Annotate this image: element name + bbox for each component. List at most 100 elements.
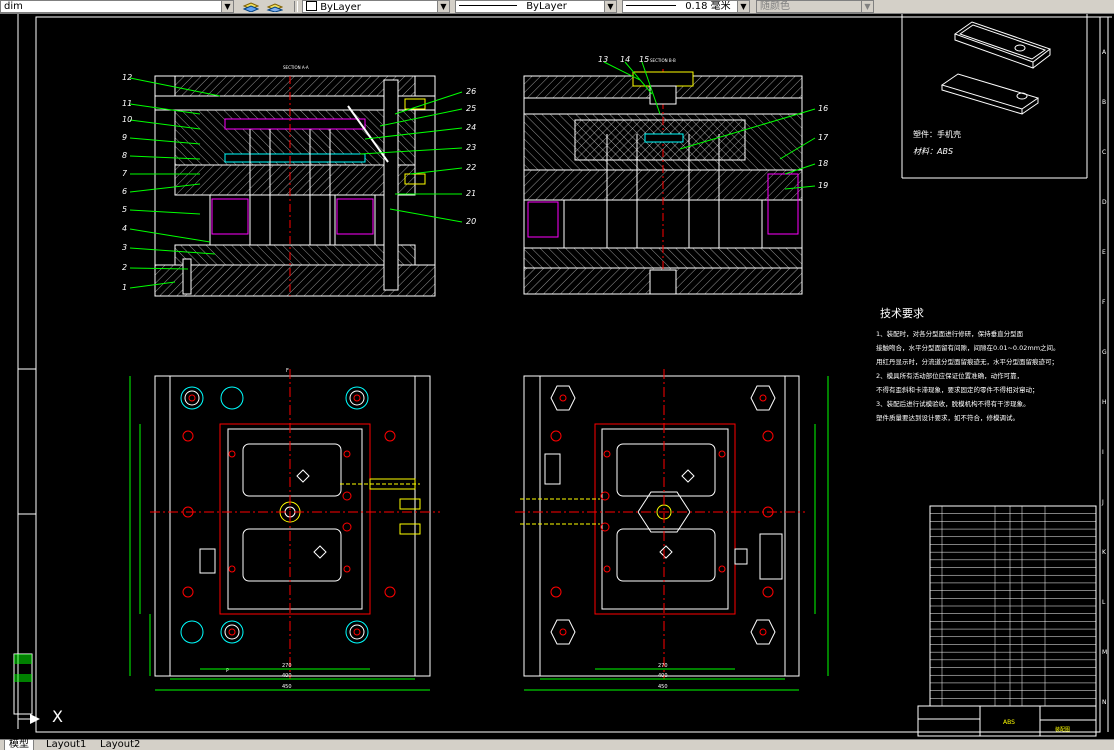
chevron-down-icon[interactable]: ▼ [437,1,449,12]
tech-line-5: 不得有歪斜和卡滞现象，要求固定的零件不得相对窜动； [876,385,1039,394]
dim-right-270: 270 [658,663,668,669]
layer-previous-button[interactable] [262,0,284,13]
svg-text:B: B [1102,99,1106,106]
color-value: ByLayer [320,2,361,13]
technical-requirements: 技术要求 1、装配时，对各分型面进行修研，保持垂直分型面 接触吻合，水平分型面留… [876,307,1060,422]
title-block-material: ABS [1003,719,1015,726]
callout-26: 26 [466,87,476,96]
callout-24: 24 [466,123,476,132]
tech-line-7: 塑件质量要达到设计要求，如不符合，修模调试。 [876,413,1019,422]
svg-text:J: J [1101,499,1104,506]
section-view-left: SECTION A-A [154,65,436,297]
svg-text:D: D [1102,199,1107,206]
tab-layout2[interactable]: Layout2 [100,739,141,750]
callout-15: 15 [639,55,649,64]
svg-text:A: A [1102,49,1107,56]
toolbar-separator [294,1,298,12]
zone-markers: ABC DEF GHI JKL MN [1101,49,1107,706]
section-label-right: SECTION B-B [650,58,676,63]
parts-list-table [929,505,1097,707]
callout-12: 12 [122,73,132,82]
color-dropdown[interactable]: ByLayer ▼ [302,0,450,13]
callout-8: 8 [122,151,127,160]
tech-line-1: 1、装配时，对各分型面进行修研，保持垂直分型面 [876,329,1024,338]
left-view-right-callouts: 26 25 24 23 22 21 20 [359,87,476,226]
plotstyle-dropdown[interactable]: 随颜色 ▼ [756,0,874,13]
tech-title: 技术要求 [880,307,924,320]
callout-25: 25 [466,104,476,113]
color-swatch [306,1,317,11]
product-name-label: 塑件：手机壳 [913,129,961,139]
tab-layout1[interactable]: Layout1 [46,739,87,750]
callout-2: 2 [122,263,127,272]
callout-6: 6 [122,187,127,196]
svg-text:G: G [1102,349,1107,356]
callout-16: 16 [818,104,828,113]
callout-23: 23 [466,143,476,152]
svg-text:P: P [226,668,229,674]
chevron-down-icon[interactable]: ▼ [604,1,616,12]
title-block: ABS 装配图 [917,705,1097,737]
dim-left-450: 450 [282,684,292,690]
ucs-icon: X [17,704,63,726]
callout-21: 21 [466,189,476,198]
dim-left-270: 270 [282,663,292,669]
svg-text:M: M [1102,649,1107,656]
callout-1: 1 [122,283,127,292]
dims-right: 270 400 450 [524,376,829,691]
layer-previous-icon [266,3,283,12]
tech-line-4: 2、模具所有活动部位应保证位置准确，动作可靠， [876,371,1023,380]
sheet-border [17,14,1112,733]
dim-left-400: 400 [282,673,292,679]
svg-text:F: F [1102,299,1106,306]
chevron-down-icon[interactable]: ▼ [737,1,749,12]
drawing-canvas[interactable]: ABC DEF GHI JKL MN SECTION A-A [0,14,1114,739]
chevron-down-icon: ▼ [861,1,873,12]
dims-left: 270 400 450 [129,376,430,691]
callout-17: 17 [818,133,829,142]
tech-line-3: 用红丹显示时，分流道分型面留痕迹无，水平分型面留痕迹可； [876,357,1058,366]
left-margin-strip [13,368,36,715]
svg-text:I: I [1102,449,1104,456]
layers-stack-icon [242,2,259,12]
callout-5: 5 [122,205,127,214]
linetype-value: ByLayer [526,1,567,12]
linetype-sample [459,5,517,6]
callout-19: 19 [818,181,828,190]
callout-18: 18 [818,159,828,168]
callout-14: 14 [620,55,630,64]
material-label: 材料：ABS [913,147,953,156]
layer-dropdown[interactable]: dim ▼ [0,0,234,13]
linetype-dropdown[interactable]: ByLayer ▼ [455,0,617,13]
svg-text:E: E [1102,249,1106,256]
callout-9: 9 [122,133,127,142]
callout-22: 22 [466,163,476,172]
svg-text:H: H [1102,399,1107,406]
tab-model[interactable]: 模型 [4,740,34,750]
svg-text:C: C [1102,149,1106,156]
layer-value: dim [4,1,23,12]
callout-10: 10 [122,115,132,124]
svg-text:N: N [1102,699,1107,706]
layer-states-button[interactable] [238,0,260,13]
dim-right-400: 400 [658,673,668,679]
plotstyle-value: 随颜色 [760,1,790,12]
layout-tabs: 模型 Layout1 Layout2 [0,739,1114,750]
callout-20: 20 [466,217,476,226]
svg-text:K: K [1102,549,1107,556]
lineweight-dropdown[interactable]: 0.18 毫米 ▼ [622,0,750,13]
right-view-callouts: 13 14 15 16 17 18 19 [598,55,829,190]
dim-right-450: 450 [658,684,668,690]
lineweight-sample [626,5,676,6]
callout-3: 3 [122,243,127,252]
ucs-x-label: X [52,707,63,726]
callout-13: 13 [598,55,608,64]
chevron-down-icon[interactable]: ▼ [221,1,233,12]
properties-toolbar: dim ▼ ByLayer ▼ ByLayer ▼ 0.18 毫米 ▼ 随颜色 … [0,0,1114,14]
product-preview: 塑件：手机壳 材料：ABS [901,14,1088,179]
section-label-left: SECTION A-A [283,65,309,70]
callout-4: 4 [122,224,127,233]
callout-7: 7 [122,169,128,178]
section-view-right: SECTION B-B [523,58,803,295]
callout-11: 11 [122,99,132,108]
